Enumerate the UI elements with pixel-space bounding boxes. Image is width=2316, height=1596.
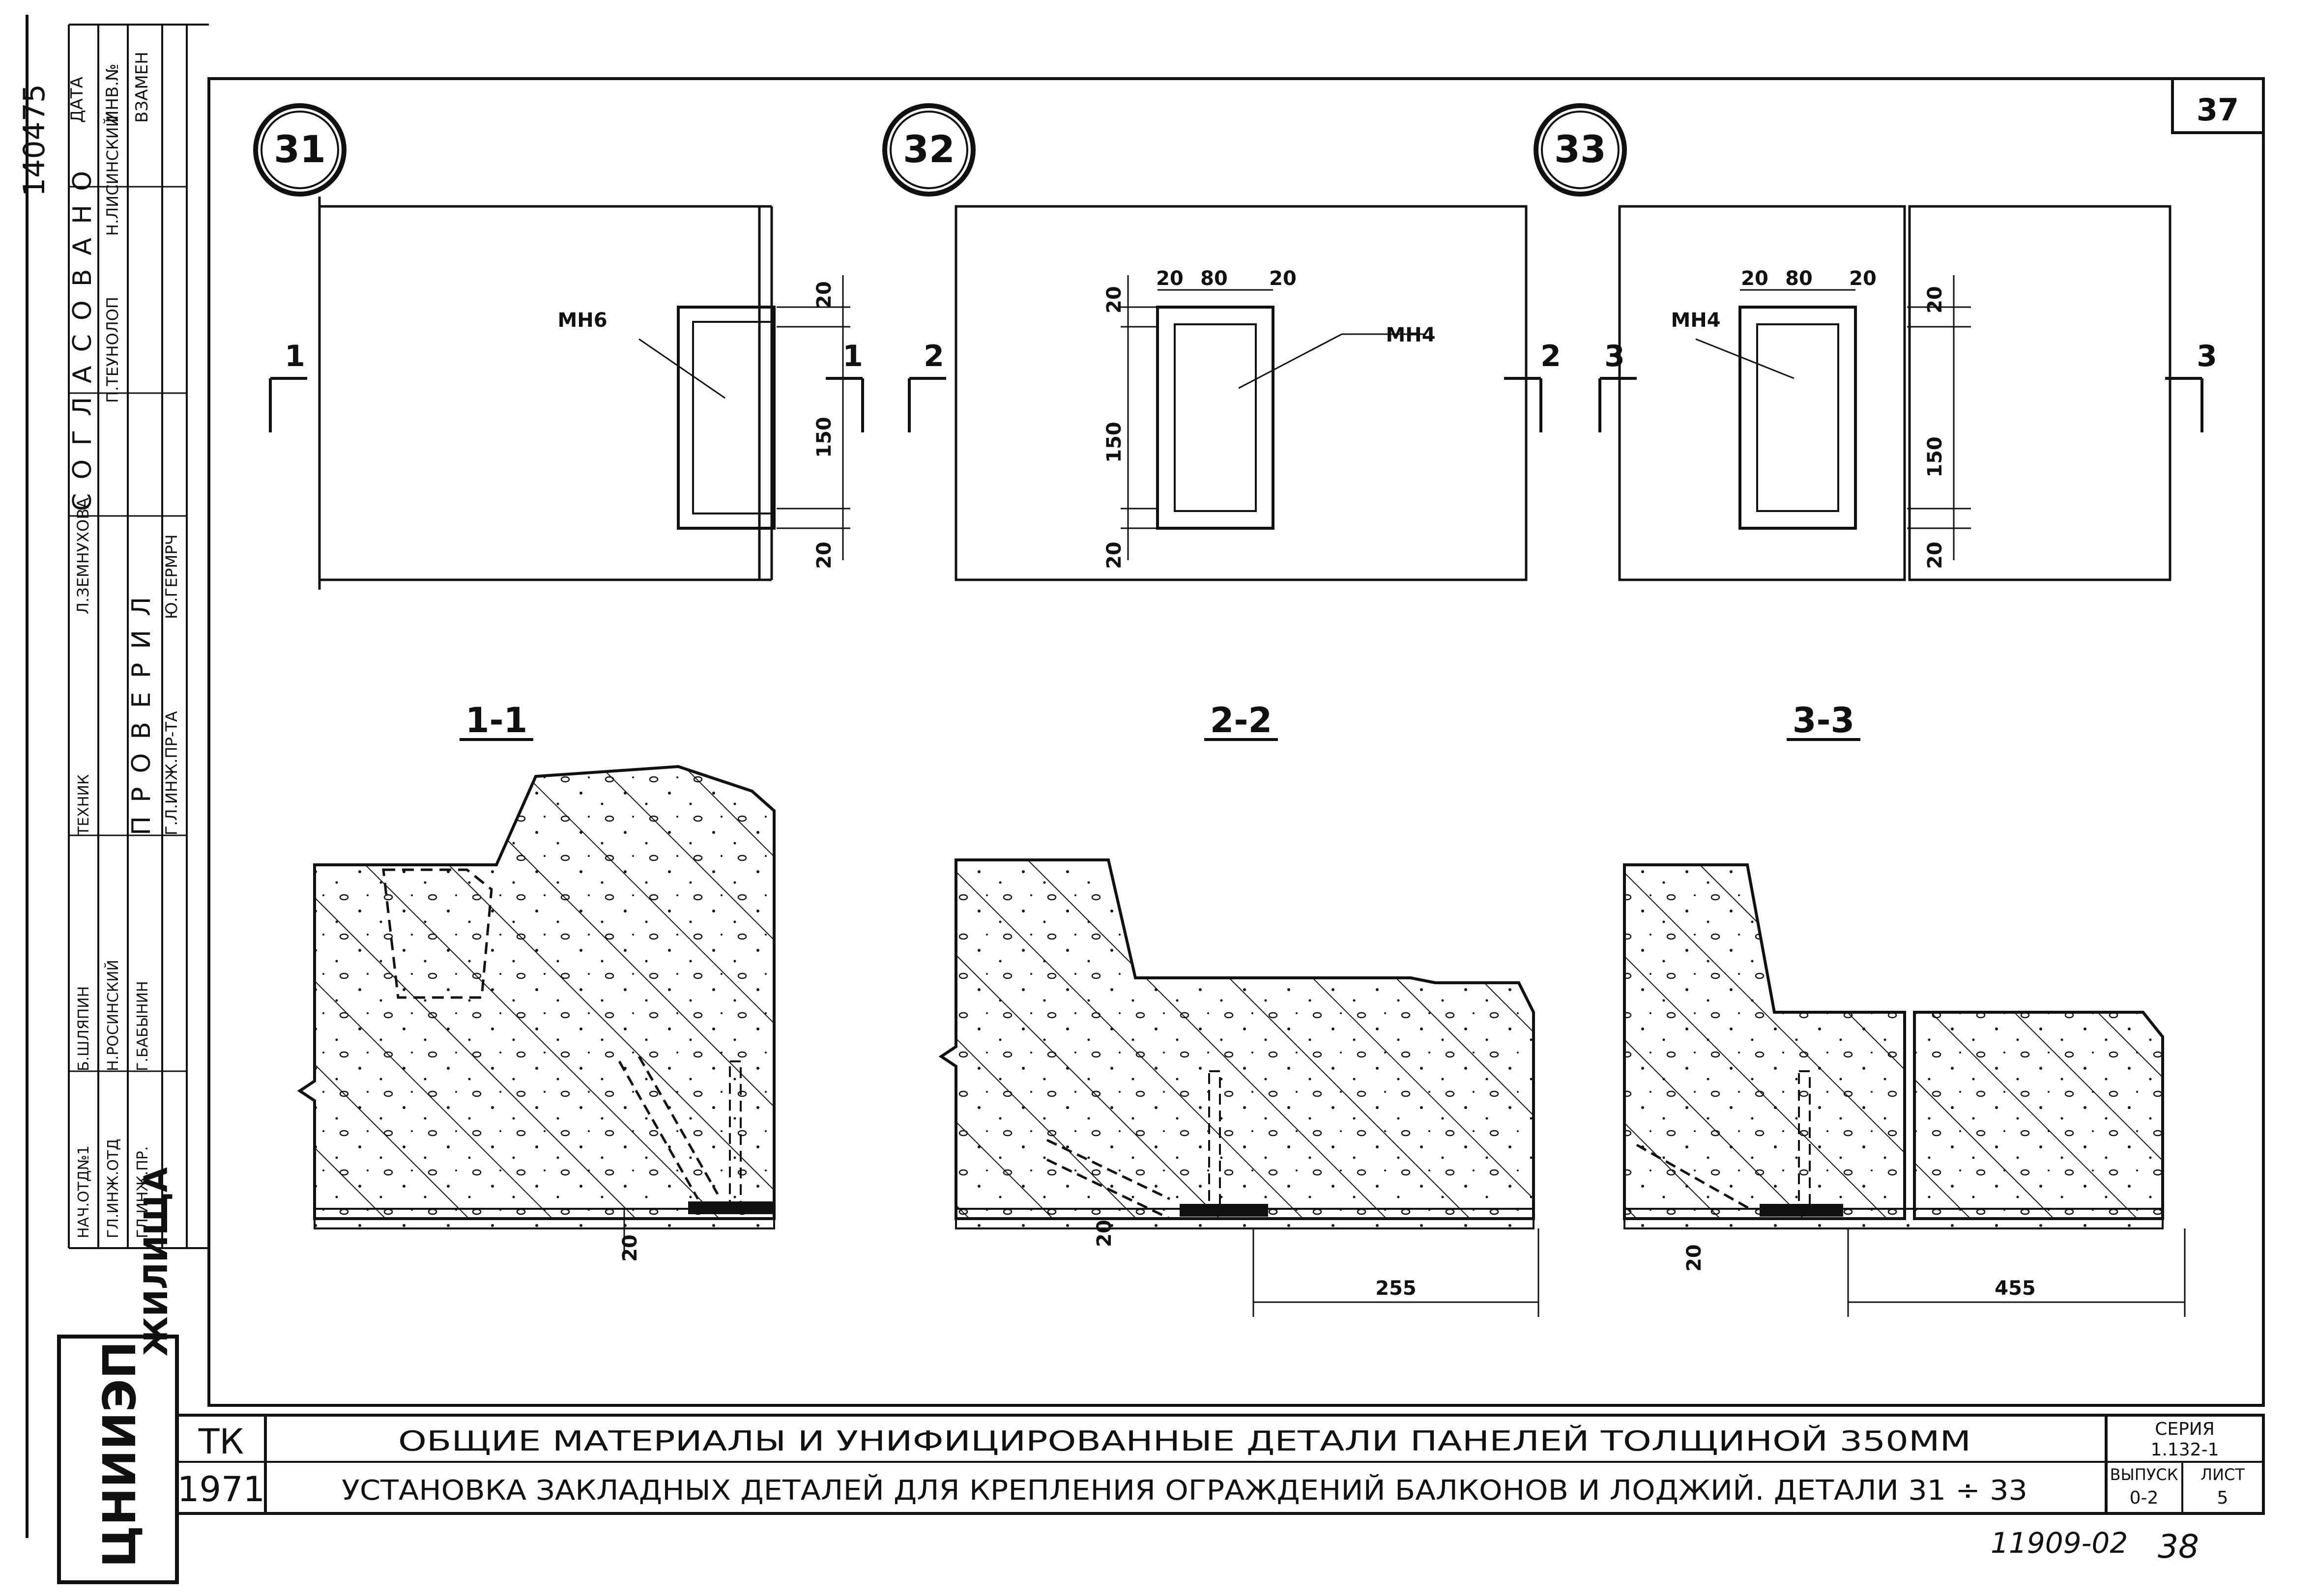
detail-31-dim: 150: [813, 417, 836, 458]
archive-number: 140475: [17, 84, 52, 197]
section-2-2-dim: 20: [1093, 1220, 1116, 1247]
section-3-3-dim: 455: [1995, 1277, 2036, 1300]
detail-33-dim: 20: [1924, 542, 1946, 569]
sections: 1-1 20 2-2 20 255 3-3 20 455: [297, 700, 2186, 1317]
checked-title: ПРОВЕРИЛ: [127, 583, 156, 835]
stamp-checked-0: Ю.ГЕРМРЧ: [162, 534, 181, 619]
left-margin-stamp: 140475 СОГЛАСОВАНО ПРОВЕРИЛ ДАТА ИНВ.№ ВЗА…: [17, 15, 209, 1584]
section-1-1-label: 1-1: [465, 700, 527, 741]
org-code: ТК: [198, 1422, 244, 1462]
stamp-role-2: ГЛ.ИНЖ.ОТД: [105, 1139, 122, 1238]
section-3-3-drawing: [1623, 863, 2186, 1317]
detail-32-dim: 20: [1156, 267, 1184, 290]
title-block: ТК 1971 ОБЩИЕ МАТЕРИАЛЫ И УНИФИЦИРОВАННЫ…: [175, 1414, 2265, 1515]
section-2-2-drawing: [938, 858, 1539, 1317]
stamp-role-3: ГЛ.ИНЖ.ПР.: [134, 1146, 151, 1238]
detail-31-cut-mark: 1: [842, 339, 863, 373]
detail-33-dim: 150: [1924, 436, 1946, 478]
stamp-header-2: ВЗАМЕН: [132, 52, 152, 123]
detail-31-dim: 20: [813, 542, 836, 569]
org-name: ЖИЛИЩА: [137, 1167, 175, 1356]
footer-page: 38: [2158, 1528, 2199, 1566]
detail-32-dim: 150: [1103, 422, 1126, 463]
detail-32-elevation: [882, 103, 1542, 581]
agreed-title: СОГЛАСОВАНО: [68, 157, 97, 511]
stamp-header-0: ДАТА: [67, 77, 87, 123]
svg-text:ЦНИИЭП: ЦНИИЭП: [93, 1341, 146, 1568]
stamp-name-2: Г.БАБЫНИН: [134, 981, 151, 1071]
detail-32-dim: 80: [1200, 267, 1228, 290]
stamp-agreed-1: П.ТЕУНОЛОП: [103, 297, 122, 403]
detail-32-part: МН4: [1386, 324, 1435, 346]
section-3-3-label: 3-3: [1793, 700, 1854, 741]
detail-33-elevation: [1534, 103, 2203, 581]
detail-33-dim: 80: [1785, 267, 1813, 290]
section-2-2-dim: 255: [1375, 1277, 1417, 1300]
detail-32-marker: 32: [903, 127, 955, 171]
detail-33-marker: 33: [1554, 127, 1606, 171]
detail-31-marker: 31: [274, 127, 326, 171]
section-1-1-drawing: [297, 765, 776, 1258]
title-main: ОБЩИЕ МАТЕРИАЛЫ И УНИФИЦИРОВАННЫЕ ДЕТАЛИ…: [398, 1425, 1971, 1457]
footer-code: 11909-02: [1991, 1526, 2128, 1560]
sheet-label: ЛИСТ: [2200, 1465, 2245, 1484]
detail-31-elevation: [253, 103, 864, 590]
section-3-3-dim: 20: [1683, 1244, 1706, 1272]
series-value: 1.132-1: [2151, 1440, 2219, 1460]
detail-33-cut-mark: 3: [2197, 339, 2217, 373]
detail-33-dim: 20: [1849, 267, 1877, 290]
detail-31-cut-mark: 1: [285, 339, 305, 373]
sheet-number: 37: [2197, 92, 2239, 128]
stamp-header-1: ИНВ.№: [103, 64, 122, 123]
org-logo: ЦНИИЭП: [57, 1335, 179, 1584]
detail-33-cut-mark: 3: [1604, 339, 1625, 373]
issue-value: 0-2: [2130, 1488, 2159, 1508]
detail-32-cut-mark: 2: [924, 339, 944, 373]
detail-32-dim: 20: [1103, 542, 1126, 569]
title-sub: УСТАНОВКА ЗАКЛАДНЫХ ДЕТАЛЕЙ ДЛЯ КРЕПЛЕНИ…: [342, 1474, 2027, 1507]
sheet-number-box: [2171, 77, 2265, 134]
stamp-name-1: Н.РОСИНСКИЙ: [104, 960, 122, 1071]
series-label: СЕРИЯ: [2155, 1419, 2215, 1439]
detail-33-dim: 20: [1924, 286, 1946, 314]
stamp-role-0: ТЕХНИК: [75, 774, 92, 836]
detail-32-dim: 20: [1103, 286, 1126, 314]
detail-32-cut-mark: 2: [1540, 339, 1561, 373]
detail-31-dim: 20: [813, 281, 836, 309]
detail-33-dim: 20: [1741, 267, 1768, 290]
detail-33-part: МН4: [1671, 309, 1720, 332]
sheet-value: 5: [2217, 1488, 2229, 1508]
issue-label: ВЫПУСК: [2110, 1465, 2178, 1484]
sheet-frame: [207, 77, 2265, 1407]
stamp-agreed-2: Л.ЗЕМНУХОВА: [74, 498, 92, 614]
detail-32-dim: 20: [1269, 267, 1297, 290]
detail-31-part: МН6: [557, 309, 607, 332]
section-1-1-dim: 20: [619, 1234, 641, 1262]
stamp-agreed-0: Н.ЛИСИНСКИЙ: [103, 115, 122, 236]
stamp-name-0: Б.ШЛЯПИН: [75, 986, 92, 1071]
stamp-role-1: НАЧ.ОТД№1: [75, 1145, 92, 1238]
section-2-2-label: 2-2: [1210, 700, 1272, 741]
stamp-checked-1: Г.Л.ИНЖ.ПР-ТА: [162, 711, 181, 835]
year: 1971: [177, 1469, 265, 1510]
